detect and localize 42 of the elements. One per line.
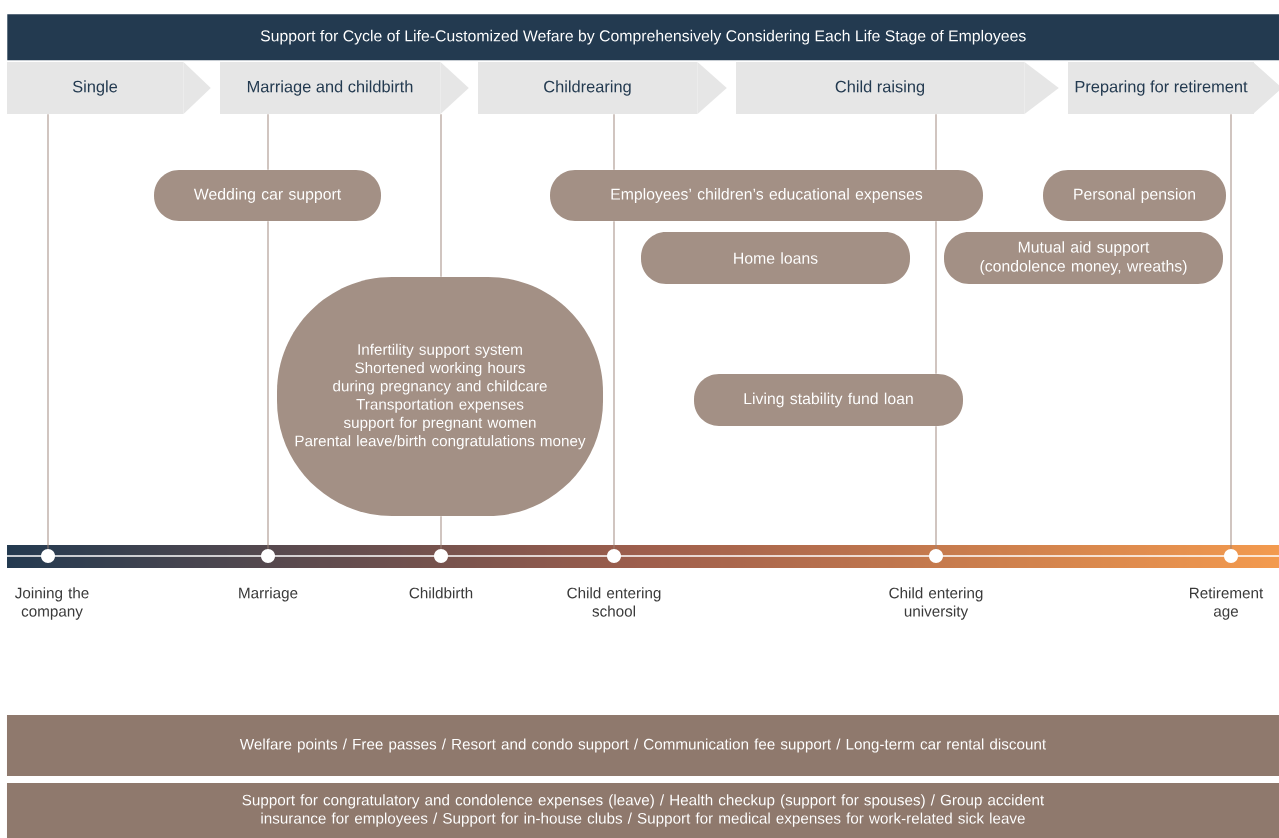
- benefit-pill: Living stability fund loan: [694, 374, 963, 426]
- node-label: Marriage and childbirth: [247, 80, 413, 96]
- benefit-pill: Wedding car support: [154, 170, 381, 221]
- guide-line: [613, 220, 615, 550]
- guide-line: [935, 425, 937, 550]
- milestone-dot: [434, 549, 448, 563]
- guide-line: [440, 113, 442, 278]
- guide-line: [1230, 113, 1232, 550]
- milestone-dot: [607, 549, 621, 563]
- guide-line: [935, 220, 937, 375]
- milestone-dot: [41, 549, 55, 563]
- milestone-dot: [261, 549, 275, 563]
- milestone-label: Retirement age: [1190, 587, 1264, 620]
- guide-line: [613, 113, 615, 171]
- node-label: Single: [72, 80, 118, 96]
- milestone-dot: [929, 549, 943, 563]
- node-label: Childrearing: [544, 80, 631, 96]
- milestone-label: Childbirth: [409, 587, 473, 599]
- title-bar: Support for Cycle of Life-Customized Wefare by Comprehensively Considering Each Life Stage of Employees: [7, 14, 1279, 61]
- benefit-pill: Mutual aid support (condolence money, wreaths): [944, 232, 1223, 284]
- milestone-dot: [1224, 549, 1238, 563]
- benefit-bubble: Infertility support system Shortened working hours during pregnancy and childcare Transportation expenses support for pregnant women Parental leave/birth congratulations money: [277, 277, 603, 516]
- benefit-band: Welfare points / Free passes / Resort and condo support / Communication fee support / Long-term car rental discount: [7, 715, 1279, 776]
- chevron-arrow: [440, 61, 469, 115]
- milestone-label: Child entering university: [889, 587, 983, 620]
- guide-line: [47, 113, 49, 550]
- stage-box: Preparing for retirement: [1068, 62, 1279, 114]
- guide-line: [440, 515, 442, 550]
- chevron-arrow: [1024, 61, 1059, 115]
- benefit-pill: Home loans: [641, 232, 910, 284]
- milestone-label: Joining the company: [15, 587, 89, 620]
- milestone-label: Child entering school: [567, 587, 661, 617]
- guide-line: [935, 113, 937, 171]
- benefit-band: Support for congratulatory and condolence expenses (leave) / Health checkup (support for spouses) / Group accident insurance for employees / Support for in-house clubs / Support for medical expenses for work-related sick leave: [7, 783, 1279, 838]
- benefit-pill: Personal pension: [1043, 170, 1226, 221]
- guide-line: [267, 113, 269, 171]
- node-label: Child raising: [835, 80, 925, 96]
- milestone-label: Marriage: [239, 587, 298, 602]
- chevron-arrow: [697, 61, 727, 115]
- chevron-arrow: [183, 61, 211, 115]
- benefit-pill: Employees’ children’s educational expenses: [550, 170, 983, 221]
- guide-line: [267, 220, 269, 550]
